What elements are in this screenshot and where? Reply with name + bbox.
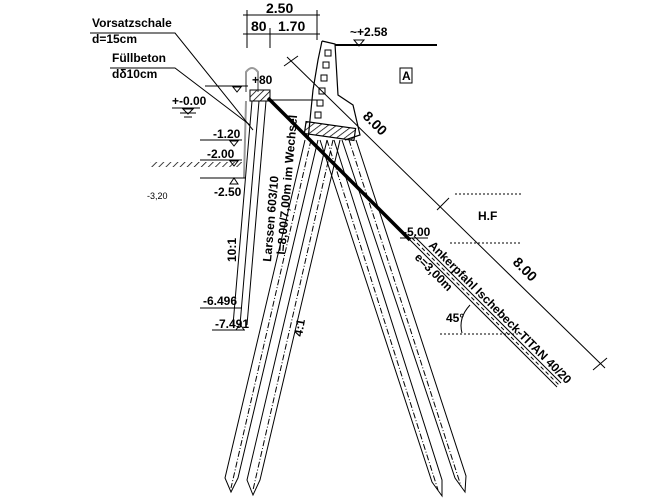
angle-arc [460, 304, 471, 334]
level-cap: +80 [252, 73, 273, 87]
ground-line [150, 162, 242, 167]
anchor-pile [266, 96, 562, 388]
sheet-pile [232, 67, 322, 326]
dim-slope-1: 8.00 [360, 108, 391, 139]
section-box [399, 67, 413, 84]
level-minus-2-50: -2.50 [214, 185, 242, 199]
dim-total-width: 2.50 [266, 0, 293, 16]
label-vorsatzschale-thickness: d=15cm [92, 32, 137, 46]
label-pile-slope: 10:1 [225, 238, 239, 262]
level-minus-7-491: -7.491 [215, 317, 249, 331]
label-hf: H.F [478, 209, 497, 223]
dim-part-a: 80 [251, 18, 267, 34]
slope-dimension [283, 55, 608, 371]
level-markers [172, 85, 248, 331]
batter-piles [224, 139, 467, 498]
top-dimensions [243, 10, 320, 48]
level-top: ~+2.58 [350, 25, 388, 39]
label-angle: 45° [446, 311, 464, 325]
water-level-lines [440, 193, 522, 335]
level-minus-1-20: -1.20 [213, 127, 241, 141]
label-fuellbeton: Füllbeton [112, 51, 166, 65]
level-minus-6-496: -6.496 [203, 294, 237, 308]
level-minus-3-20: -3,20 [147, 191, 168, 201]
leader-lines [90, 32, 254, 131]
level-marker [352, 39, 366, 47]
section-label: A [402, 69, 411, 83]
label-pile-batter: 4:1 [291, 318, 308, 338]
level-minus-2-00: -2.00 [207, 147, 235, 161]
label-vorsatzschale: Vorsatzschale [92, 16, 172, 30]
quay-wall [303, 40, 437, 142]
dim-part-b: 1.70 [278, 18, 305, 34]
label-fuellbeton-thickness: dδ10cm [112, 67, 157, 81]
level-anchor: -5.00 [403, 225, 431, 239]
level-water: +-0.00 [172, 94, 207, 108]
